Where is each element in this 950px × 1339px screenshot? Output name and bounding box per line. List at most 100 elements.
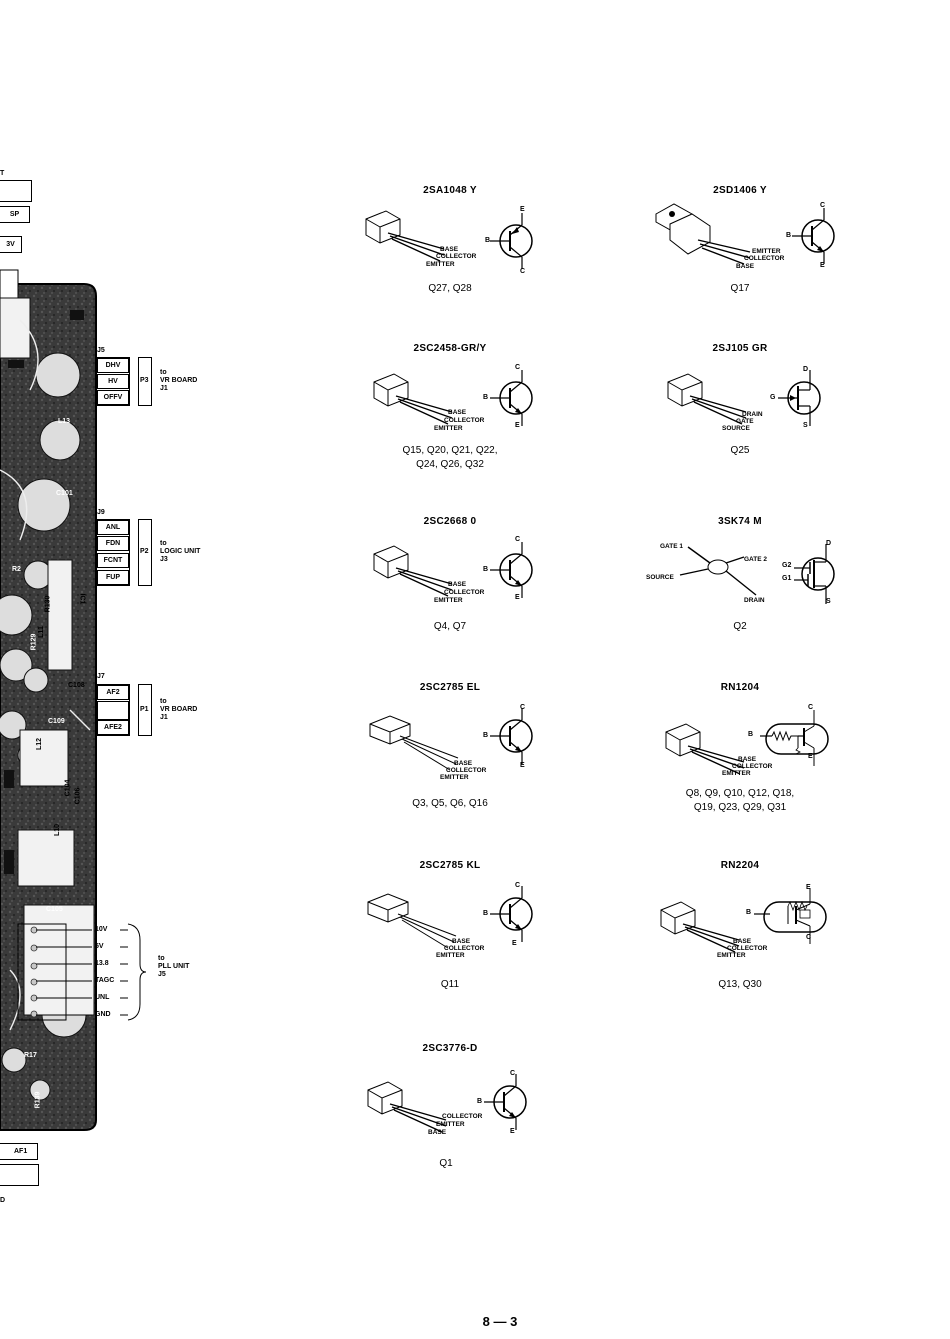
terminal-label: C: [520, 268, 526, 275]
page-number: 8 — 3: [482, 1314, 518, 1329]
pll-line-label: 13.8: [95, 960, 109, 967]
lead-label: DRAIN: [742, 411, 763, 418]
transistor-symbol-npn: [792, 208, 835, 264]
edge-box-top-0: [0, 180, 32, 202]
package-to92-drawing: [367, 1081, 447, 1133]
lead-label: DRAIN: [744, 597, 765, 604]
edge-box-bottom-0: AF1: [0, 1143, 38, 1160]
connector-plug-label: P3: [140, 377, 149, 384]
lead-label: BASE: [454, 760, 473, 767]
board-label-8: C106: [74, 787, 82, 805]
transistor-title: 2SD1406 Y: [713, 185, 767, 196]
package-to92-drawing: [667, 373, 747, 425]
board-label-14: R2: [12, 566, 21, 573]
lead-label: EMITTER: [752, 248, 781, 255]
terminal-label: C: [515, 364, 521, 371]
connector-jack-label: J7: [97, 673, 105, 680]
lead-label: EMITTER: [426, 261, 455, 268]
connector-plug-label: P2: [140, 548, 149, 555]
package-to220-drawing: [655, 203, 751, 265]
lead-label: EMITTER: [717, 952, 746, 959]
transistor-title: 3SK74 M: [718, 516, 762, 527]
edge-label-top-0: T: [0, 170, 5, 177]
transistor-title: RN1204: [720, 682, 760, 693]
lead-label: SOURCE: [646, 574, 674, 581]
package-to92-drawing: [660, 901, 740, 953]
connector-pin: DHV: [97, 358, 129, 373]
terminal-label: B: [483, 566, 489, 573]
board-label-10: R139: [34, 1091, 42, 1109]
package-to92-drawing: [373, 373, 453, 425]
package-to92-drawing: [373, 545, 453, 597]
terminal-label: E: [520, 762, 525, 769]
transistor-symbol-npn: [484, 1074, 527, 1130]
terminal-label: C: [515, 536, 521, 543]
lead-label: EMITTER: [434, 597, 463, 604]
edge-label-bottom-1: D: [0, 1197, 6, 1204]
transistor-refs: Q13, Q30: [718, 979, 762, 990]
transistor-title: 2SC2668 0: [423, 516, 477, 527]
terminal-label: B: [483, 394, 489, 401]
transistor-symbol-digital-pnp: [754, 888, 827, 944]
terminal-label: E: [510, 1128, 515, 1135]
terminal-label: S: [803, 422, 808, 429]
connector-pin: [97, 701, 129, 720]
transistor-title: 2SA1048 Y: [423, 185, 477, 196]
lead-label: BASE: [448, 409, 467, 416]
terminal-label: C: [520, 704, 526, 711]
transistor-refs: Q2: [733, 621, 747, 632]
connector-pin: FUP: [97, 570, 129, 585]
transistor-refs: Q3, Q5, Q6, Q16: [412, 798, 488, 809]
transistor-refs: Q15, Q20, Q21, Q22,Q24, Q26, Q32: [402, 445, 498, 470]
transistor-symbol-npn: [490, 542, 533, 598]
terminal-label: C: [820, 202, 826, 209]
terminal-label: B: [477, 1098, 483, 1105]
transistor-symbol-npn: [490, 708, 533, 764]
pll-line-label: 10V: [95, 926, 108, 933]
lead-label: GATE 2: [744, 556, 767, 563]
lead-label: COLLECTOR: [744, 255, 785, 262]
lead-label: GATE: [736, 418, 754, 425]
terminal-label: C: [510, 1070, 516, 1077]
terminal-label: C: [808, 704, 814, 711]
board-label-4: C108: [68, 682, 85, 689]
terminal-label: E: [515, 594, 520, 601]
pll-wires: [17, 923, 147, 1021]
lead-label: COLLECTOR: [446, 767, 487, 774]
board-label-5: C109: [48, 718, 65, 725]
lead-label: BASE: [736, 263, 755, 270]
board-label-2: IC1: [78, 593, 86, 605]
lead-label: COLLECTOR: [444, 945, 485, 952]
lead-label: COLLECTOR: [444, 417, 485, 424]
board-label-0: L13: [58, 418, 71, 425]
transistor-symbol-npn: [490, 886, 533, 942]
connector-pin: OFFV: [97, 390, 129, 405]
edge-box-bottom-1: [0, 1164, 39, 1186]
transistor-title: 2SC2458-GR/Y: [413, 343, 487, 354]
lead-label: BASE: [448, 581, 467, 588]
edge-label-top-1: SP: [0, 206, 30, 223]
connector-pin: AFE2: [97, 720, 129, 735]
terminal-label: B: [483, 732, 489, 739]
connector-jack-label: J9: [97, 509, 105, 516]
terminal-label: E: [808, 753, 813, 760]
lead-label: EMITTER: [722, 770, 751, 777]
transistor-title: 2SC3776-D: [422, 1043, 478, 1054]
lead-label: BASE: [440, 246, 459, 253]
connector-plug: [138, 357, 152, 406]
lead-label: BASE: [733, 938, 752, 945]
board-label-13: C104: [64, 779, 72, 797]
pcb-photo: [0, 269, 97, 1131]
lead-label: BASE: [452, 938, 471, 945]
board-label-6: L12: [36, 737, 44, 751]
terminal-label: B: [485, 237, 491, 244]
terminal-label: E: [520, 206, 525, 213]
lead-label: COLLECTOR: [436, 253, 477, 260]
edge-label-top-2: 3V: [0, 236, 22, 253]
package-to92-drawing: [365, 210, 445, 262]
terminal-label: E: [515, 422, 520, 429]
terminal-label: C: [515, 882, 521, 889]
